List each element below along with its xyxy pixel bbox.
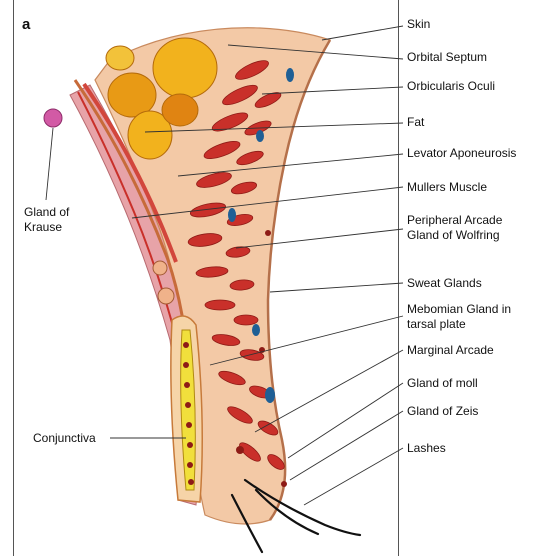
label-meibomian-gland: Mebomian Gland in tarsal plate <box>407 302 511 332</box>
label-peripheral-arcade: Peripheral Arcade Gland of Wolfring <box>407 213 502 243</box>
gland-of-krause-shape <box>44 109 62 127</box>
label-fat: Fat <box>407 115 424 130</box>
label-gland-of-moll: Gland of moll <box>407 376 478 391</box>
label-marginal-arcade: Marginal Arcade <box>407 343 494 358</box>
label-gland-of-zeis: Gland of Zeis <box>407 404 478 419</box>
label-orbital-septum: Orbital Septum <box>407 50 487 65</box>
label-conjunctiva: Conjunctiva <box>33 431 96 446</box>
label-levator-aponeurosis: Levator Aponeurosis <box>407 146 516 161</box>
label-mullers-muscle: Mullers Muscle <box>407 180 487 195</box>
label-skin: Skin <box>407 17 430 32</box>
label-orbicularis-oculi: Orbicularis Oculi <box>407 79 495 94</box>
label-sweat-glands: Sweat Glands <box>407 276 482 291</box>
label-lashes: Lashes <box>407 441 446 456</box>
label-gland-of-krause: Gland of Krause <box>24 205 69 235</box>
